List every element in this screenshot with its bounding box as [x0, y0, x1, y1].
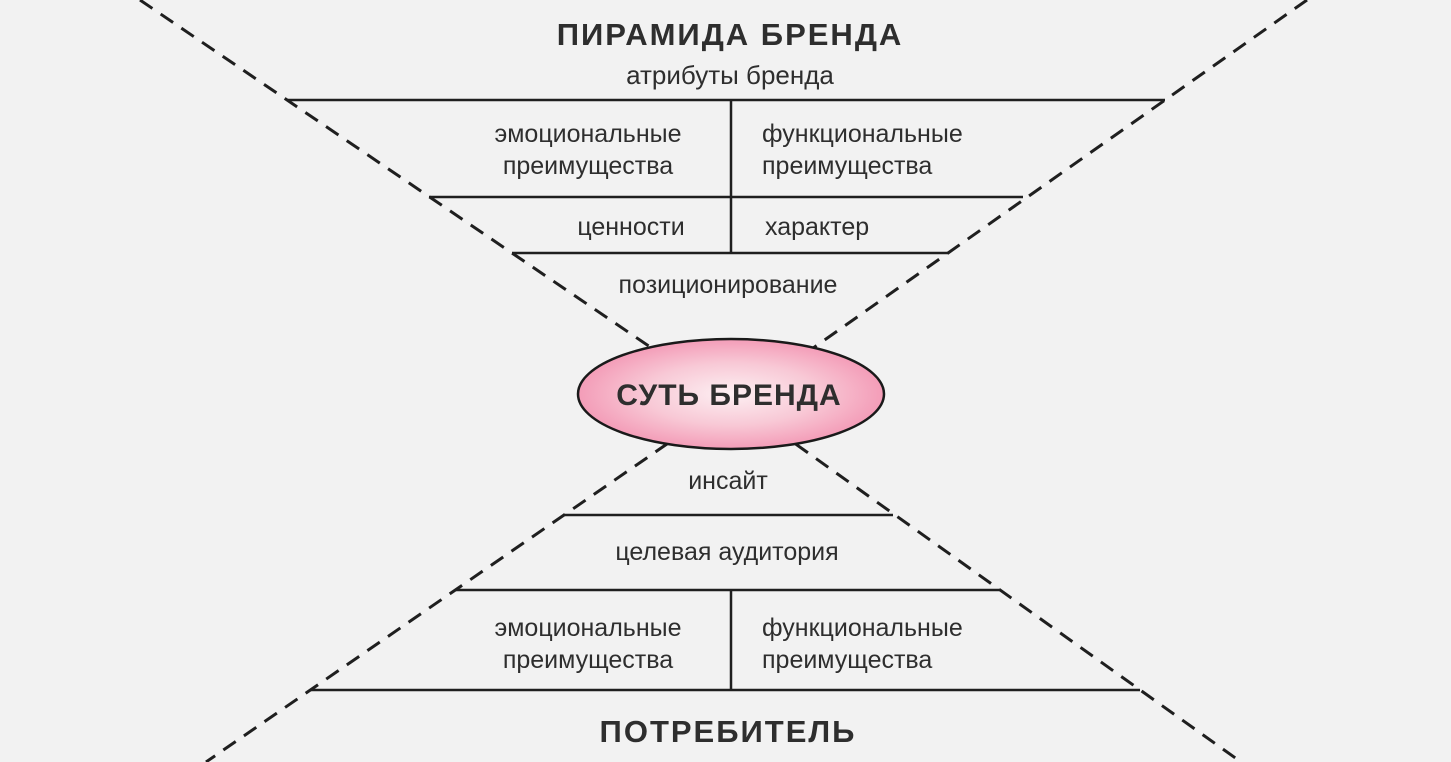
- cell-functional-benefits-bottom: функциональные преимущества: [762, 614, 963, 674]
- brand-essence-label: СУТЬ БРЕНДА: [616, 379, 842, 412]
- brand-essence-ellipse: [576, 337, 886, 451]
- label-insight: инсайт: [688, 467, 768, 495]
- cell-emotional-benefits-bottom: эмоциональные преимущества: [494, 614, 682, 674]
- dashed-edge-top-left: [139, 0, 685, 372]
- label-target-audience: целевая аудитория: [615, 538, 839, 566]
- dashed-edge-top-right: [781, 0, 1308, 372]
- label-consumer: ПОТРЕБИТЕЛЬ: [599, 714, 857, 749]
- label-brand-attributes: атрибуты бренда: [626, 60, 834, 90]
- dashed-edge-bottom-left: [205, 413, 710, 762]
- cell-emotional-benefits-top: эмоциональные преимущества: [494, 120, 682, 180]
- cell-functional-benefits-top: функциональные преимущества: [762, 120, 963, 180]
- cell-values: ценности: [577, 213, 685, 241]
- cell-character: характер: [765, 213, 870, 241]
- label-positioning: позиционирование: [618, 271, 838, 299]
- dashed-edge-bottom-right: [754, 413, 1242, 762]
- diagram-title: ПИРАМИДА БРЕНДА: [556, 17, 904, 52]
